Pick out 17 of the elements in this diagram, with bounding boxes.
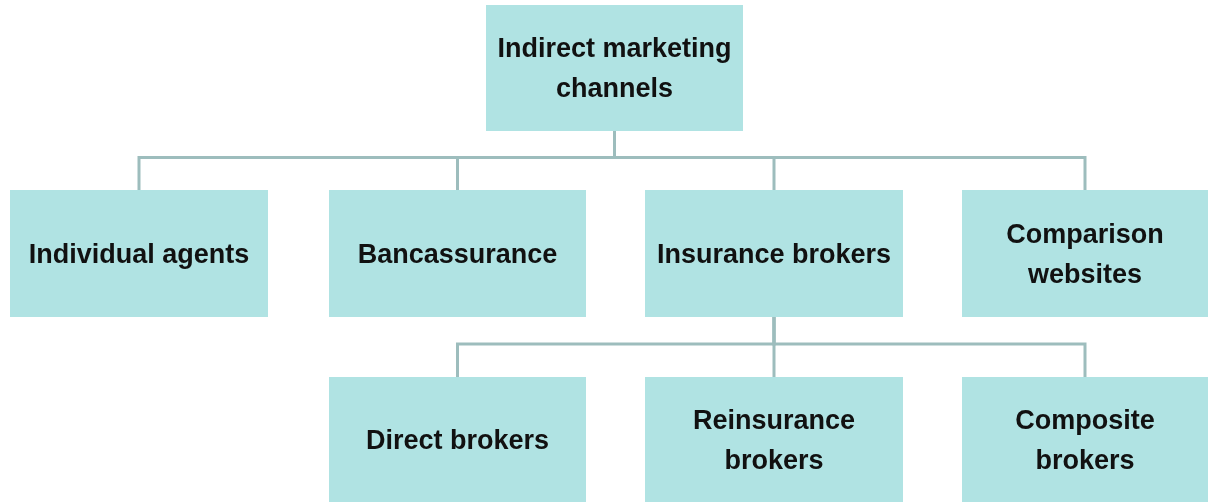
category-box: [962, 190, 1208, 317]
category-box: [329, 190, 586, 317]
category-box: [645, 190, 903, 317]
category-box: [329, 377, 586, 502]
box-label: Comparison websites: [1005, 217, 1165, 291]
box-label: Direct brokers: [364, 423, 551, 457]
box-label: Bancassurance: [356, 237, 559, 271]
box-label: Individual agents: [27, 237, 251, 271]
box-label: Insurance brokers: [655, 237, 893, 271]
category-box: [645, 377, 903, 502]
connector-line: [772, 317, 1087, 377]
box-label: Indirect marketing channels: [496, 32, 733, 105]
category-box: [10, 190, 268, 317]
box-label: Reinsurance brokers: [691, 403, 857, 477]
box-label: Composite brokers: [1014, 403, 1156, 477]
category-box: [486, 5, 743, 131]
category-box: [962, 377, 1208, 502]
